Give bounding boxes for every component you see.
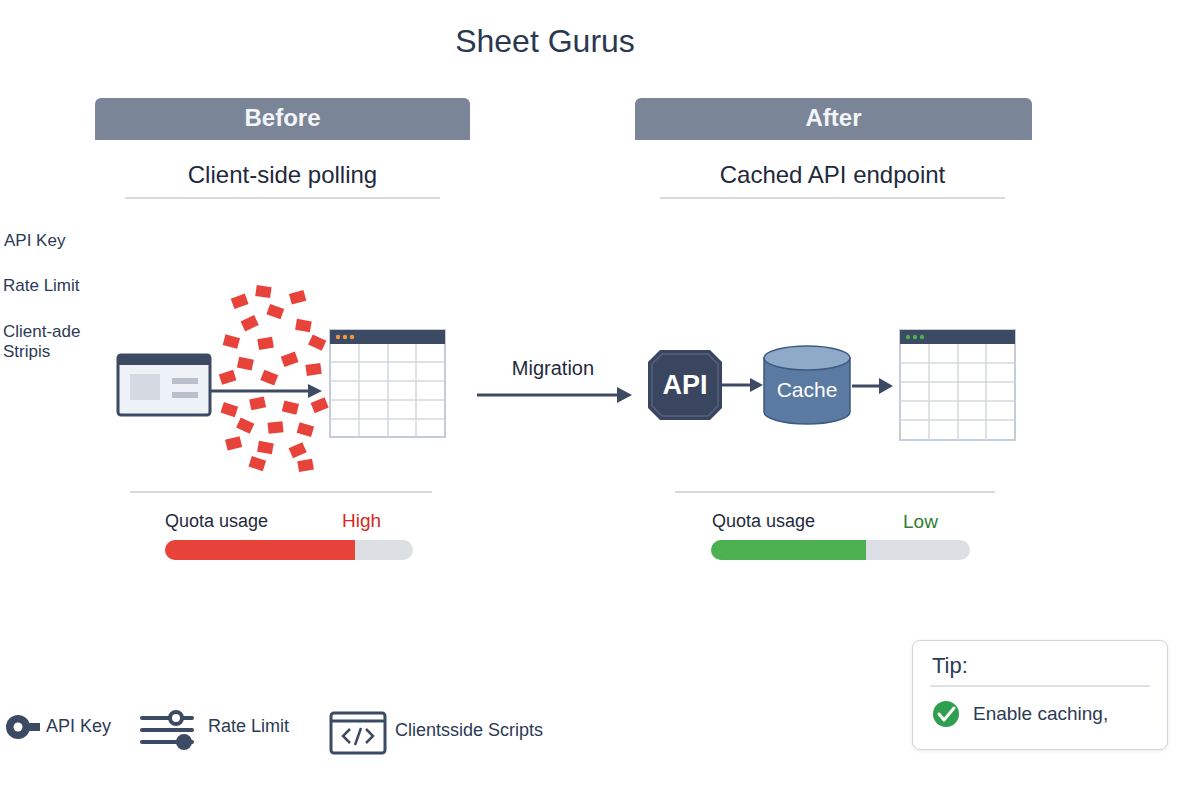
node-heading: API xyxy=(648,369,722,401)
legend-text: Rate Limit xyxy=(208,716,289,738)
quota-label: Quota usage xyxy=(165,511,268,533)
legend-text: Clientsside Scripts xyxy=(395,720,543,742)
diagram-title: Sheet Gurus xyxy=(345,22,745,60)
slider-icon xyxy=(142,712,192,748)
connector-arrow xyxy=(722,378,763,392)
side-label: Client-ade Stripis xyxy=(3,322,93,363)
spreadsheet xyxy=(330,330,445,437)
node-text: Enable caching, xyxy=(973,703,1108,726)
api-octagon: API xyxy=(648,350,722,420)
section-band: Before xyxy=(95,98,470,140)
browser-window xyxy=(118,355,210,415)
side-label: Rate Limit xyxy=(3,276,80,296)
tip-box: Tip: Enable caching, xyxy=(912,640,1168,750)
quota-level: High xyxy=(342,510,381,533)
spreadsheet xyxy=(900,330,1015,440)
side-label: API Key xyxy=(4,231,65,251)
quota-level: Low xyxy=(903,511,938,534)
cache-cylinder: Cache xyxy=(763,345,851,425)
request-flood xyxy=(219,285,329,472)
key-icon xyxy=(6,715,40,739)
node-heading: Before xyxy=(95,104,470,133)
legend-text: API Key xyxy=(46,716,111,738)
node-heading: Cache xyxy=(763,377,851,402)
node-heading: After xyxy=(635,104,1032,133)
code-window-icon xyxy=(331,713,385,753)
section-subtitle: Cached API endpoint xyxy=(660,161,1005,190)
quota-label: Quota usage xyxy=(712,511,815,533)
section-band: After xyxy=(635,98,1032,140)
node-heading: Tip: xyxy=(932,653,968,679)
arrow-label: Migration xyxy=(478,356,628,380)
section-subtitle: Client-side polling xyxy=(125,161,440,190)
